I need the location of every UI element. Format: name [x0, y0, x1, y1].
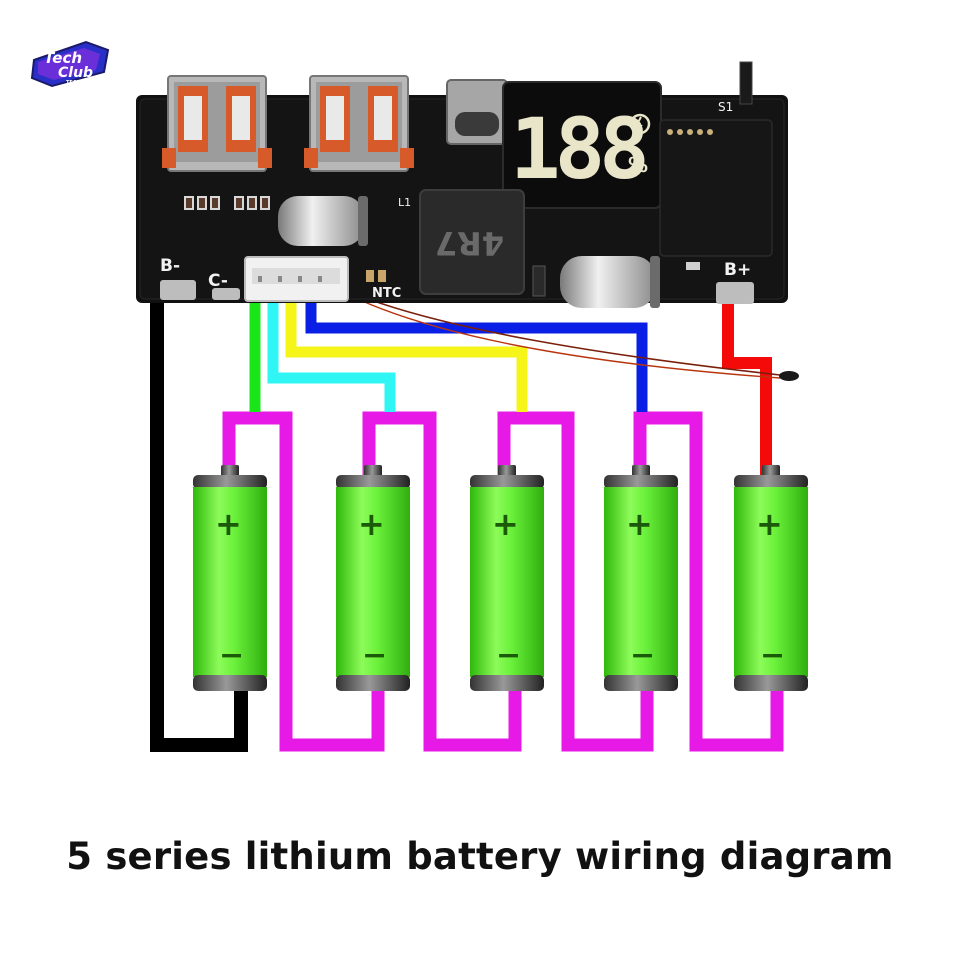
wires: [150, 295, 799, 752]
battery-5-plus: +: [756, 505, 783, 543]
battery-row: + − + − + − + −: [193, 465, 808, 691]
battery-4-minus: −: [630, 638, 655, 673]
label-switch: S1: [718, 100, 733, 114]
capacitor-1: [278, 196, 368, 246]
red-wire-b-plus: [722, 300, 772, 476]
battery-2: + −: [336, 465, 410, 691]
pad-b-minus: [160, 280, 196, 300]
logo-text-club: Club: [58, 65, 93, 81]
pad-b-plus: [716, 282, 754, 304]
battery-2-plus: +: [358, 505, 385, 543]
battery-1: + −: [193, 465, 267, 691]
battery-3-plus: +: [492, 505, 519, 543]
battery-5-minus: −: [760, 638, 785, 673]
capacitor-2: [560, 256, 660, 308]
switch-s1: [739, 61, 753, 105]
pcb-board: 188 % S1: [136, 61, 788, 308]
ntc-lead-2: [359, 299, 781, 379]
charge-indicator-icon: [629, 113, 651, 135]
logo-subtext: TECH CLUB: [66, 80, 97, 86]
label-l1: L1: [398, 196, 411, 209]
ntc-lead-1: [359, 295, 781, 376]
logo-text-tech: Tech: [44, 49, 82, 67]
label-ntc: NTC: [372, 286, 401, 301]
link-2-3: [362, 411, 522, 752]
battery-2-minus: −: [362, 638, 387, 673]
battery-4-plus: +: [626, 505, 653, 543]
header-pins: [667, 129, 713, 135]
inductor-label: 4R7: [435, 224, 504, 262]
smd-components: [184, 196, 700, 297]
label-b-minus: B-: [160, 256, 180, 276]
label-c-minus: C-: [208, 271, 228, 291]
display-digits: 188: [510, 100, 645, 198]
battery-1-plus: +: [215, 505, 242, 543]
led-display: 188 %: [502, 81, 662, 209]
black-wire-b-minus: [150, 300, 248, 752]
battery-3-minus: −: [496, 638, 521, 673]
label-b-plus: B+: [724, 260, 751, 280]
usb-c-port: [446, 79, 508, 145]
link-1-2: [222, 411, 385, 752]
battery-1-minus: −: [219, 638, 244, 673]
balance-connector: [244, 256, 349, 302]
link-4-5: [633, 411, 784, 752]
display-percent: %: [628, 153, 648, 177]
battery-3: + −: [470, 465, 544, 691]
inductor-4r7: 4R7: [419, 189, 525, 295]
usb-a-port-1: [162, 75, 272, 172]
pad-c-minus: [212, 288, 240, 300]
tech-club-logo: Tech Club TECH CLUB: [30, 40, 110, 88]
yellow-wire: [285, 298, 528, 412]
ntc-thermistor: [779, 371, 799, 381]
link-3-4: [497, 411, 654, 752]
battery-5: + −: [734, 465, 808, 691]
diagram-caption: 5 series lithium battery wiring diagram: [66, 835, 894, 878]
usb-a-port-2: [304, 75, 414, 172]
battery-4: + −: [604, 465, 678, 691]
cyan-wire: [267, 298, 396, 412]
